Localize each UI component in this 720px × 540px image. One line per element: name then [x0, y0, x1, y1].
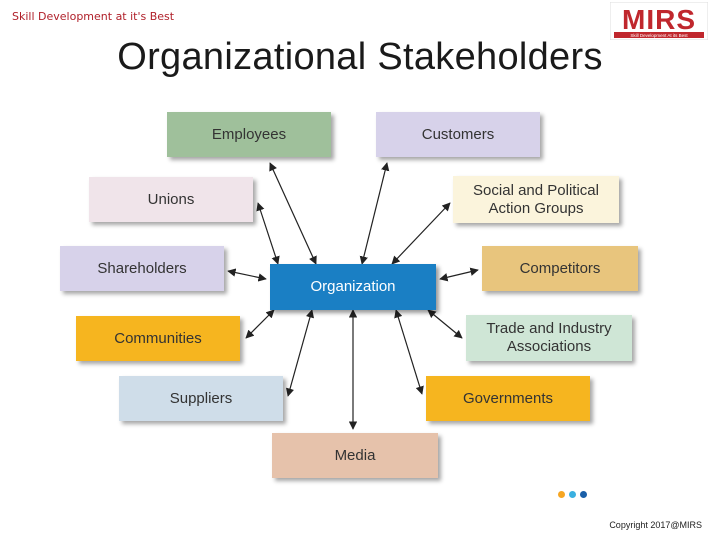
dot-2	[569, 491, 576, 498]
stakeholder-competitors: Competitors	[482, 246, 638, 291]
stakeholder-label: Shareholders	[97, 259, 187, 277]
arrow-shareholders	[227, 268, 267, 282]
stakeholder-label: Trade and Industry Associations	[486, 320, 612, 355]
stakeholder-shareholders: Shareholders	[60, 246, 224, 291]
arrow-competitors	[439, 267, 479, 282]
tagline-text: Skill Development at it's Best	[12, 10, 175, 23]
arrows-layer	[227, 162, 479, 430]
slide-title: Organizational Stakeholders	[117, 36, 603, 78]
stakeholder-social: Social and Political Action Groups	[453, 176, 619, 223]
copyright-text: Copyright 2017@MIRS	[609, 520, 702, 530]
stakeholder-media: Media	[272, 433, 438, 478]
arrow-suppliers	[285, 309, 315, 397]
arrow-trade	[427, 309, 463, 339]
arrow-customers	[359, 162, 390, 265]
arrow-social	[391, 202, 451, 265]
stakeholder-label: Unions	[147, 190, 195, 208]
svg-text:MIRS: MIRS	[622, 4, 696, 35]
stakeholder-communities: Communities	[76, 316, 240, 361]
stakeholder-label: Customers	[421, 125, 495, 143]
svg-text:Skill Development At its Best: Skill Development At its Best	[630, 33, 688, 38]
mirs-logo: MIRS Skill Development At its Best	[610, 2, 708, 40]
stakeholder-unions: Unions	[89, 177, 253, 222]
stakeholder-governments: Governments	[426, 376, 590, 421]
organization-label: Organization	[310, 278, 396, 295]
organization-box: Organization	[270, 264, 436, 310]
arrow-employees	[269, 162, 317, 265]
arrow-unions	[256, 202, 280, 265]
stakeholder-label: Social and Political Action Groups	[473, 181, 599, 217]
dot-3	[580, 491, 587, 498]
stakeholder-label: Communities	[114, 329, 202, 347]
stakeholder-label: Governments	[462, 389, 554, 407]
stakeholder-customers: Customers	[376, 112, 540, 157]
stakeholder-trade: Trade and Industry Associations	[466, 315, 632, 361]
stakeholder-label: Employees	[211, 125, 287, 143]
tagline-bar: Skill Development at it's Best	[0, 0, 230, 42]
arrow-communities	[245, 309, 275, 339]
stakeholder-employees: Employees	[167, 112, 331, 157]
stakeholder-label: Media	[334, 446, 376, 464]
stakeholder-label: Suppliers	[169, 389, 233, 407]
stakeholder-label: Competitors	[519, 259, 601, 277]
arrow-governments	[394, 309, 424, 395]
stakeholder-suppliers: Suppliers	[119, 376, 283, 421]
dot-1	[558, 491, 565, 498]
